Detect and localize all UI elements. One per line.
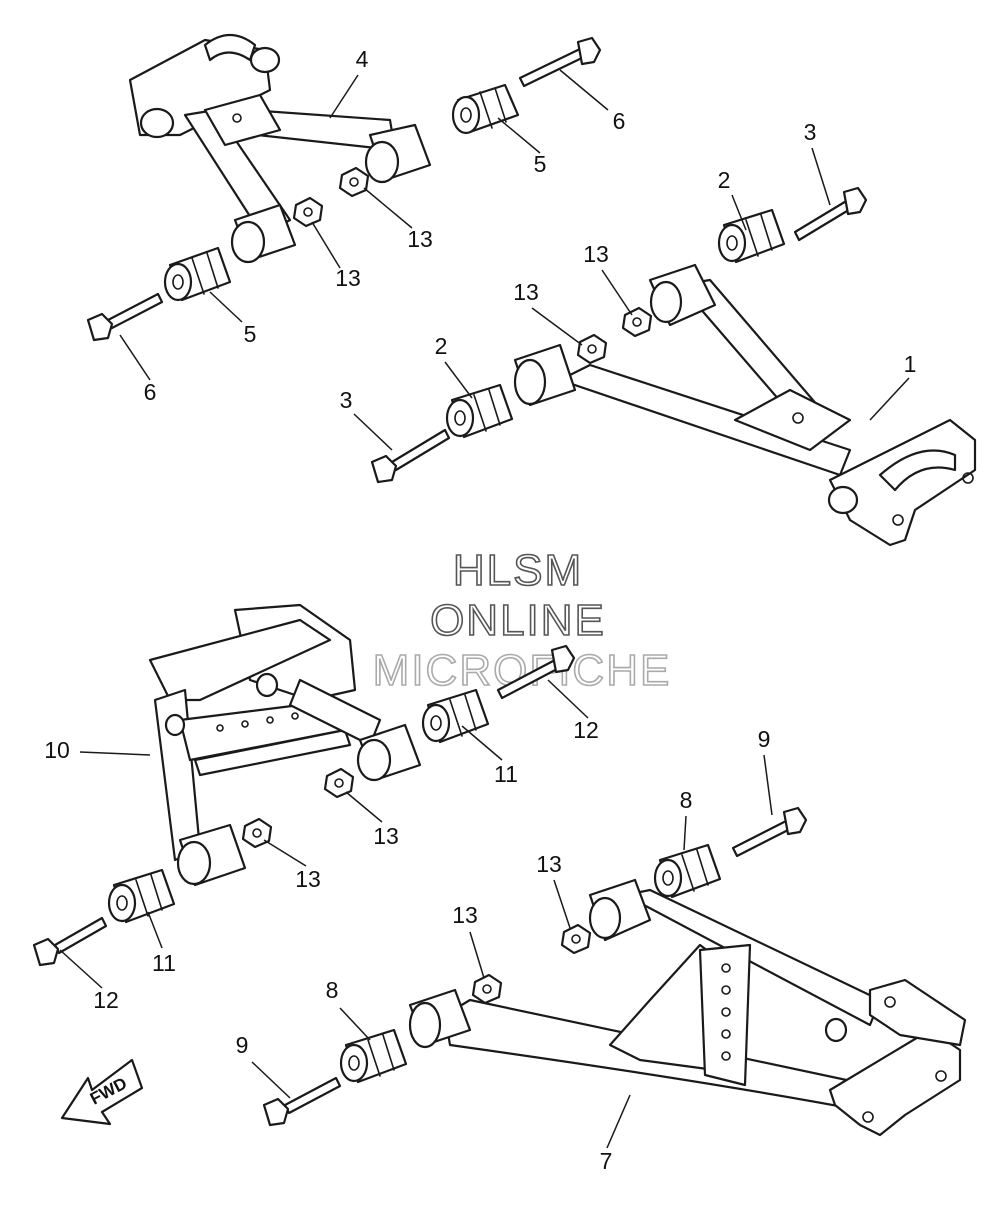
nut-13-g bbox=[560, 923, 592, 955]
callout-2-left: 2 bbox=[435, 333, 448, 359]
nut-13-d bbox=[576, 333, 608, 365]
bushing-11-left bbox=[107, 868, 176, 924]
upper-arm-4 bbox=[128, 33, 432, 264]
bushing-5-top bbox=[451, 83, 520, 135]
bushing-8-left bbox=[339, 1028, 408, 1084]
watermark: HLSM ONLINE MICROFICHE bbox=[372, 545, 672, 696]
watermark-line-2: ONLINE bbox=[430, 596, 606, 645]
callout-9-right: 9 bbox=[758, 726, 771, 752]
callout-6-left: 6 bbox=[144, 379, 157, 405]
lower-arm-10 bbox=[148, 603, 422, 887]
callout-8-right: 8 bbox=[680, 787, 693, 813]
callout-7: 7 bbox=[600, 1148, 613, 1174]
watermark-line-3: MICROFICHE bbox=[373, 646, 672, 695]
callout-12-top: 12 bbox=[573, 717, 599, 743]
fwd-direction-arrow: FWD bbox=[60, 1058, 144, 1126]
callout-4: 4 bbox=[356, 46, 369, 72]
bolt-9-left bbox=[262, 1076, 342, 1127]
callout-5-top: 5 bbox=[534, 151, 547, 177]
callout-3-left: 3 bbox=[340, 387, 353, 413]
bushing-2-right bbox=[717, 208, 786, 264]
callout-8-left: 8 bbox=[326, 977, 339, 1003]
callout-13-b: 13 bbox=[335, 265, 361, 291]
lower-arm-7 bbox=[408, 878, 967, 1137]
bushing-11-top bbox=[421, 688, 490, 744]
bolt-12-top bbox=[496, 644, 576, 700]
callout-6-top: 6 bbox=[613, 108, 626, 134]
callout-labels: 1 2 2 3 3 4 5 5 6 6 7 8 8 9 9 10 11 11 1… bbox=[44, 46, 916, 1174]
callout-9-left: 9 bbox=[236, 1032, 249, 1058]
nut-13-e bbox=[323, 767, 355, 799]
leader-lines bbox=[59, 69, 910, 1149]
callout-13-e: 13 bbox=[373, 823, 399, 849]
bolt-9-right bbox=[731, 806, 808, 858]
nut-13-h bbox=[471, 973, 503, 1005]
nut-13-b bbox=[292, 196, 324, 228]
callout-13-a: 13 bbox=[407, 226, 433, 252]
bolt-6-left bbox=[86, 292, 164, 342]
callout-13-f: 13 bbox=[295, 866, 321, 892]
callout-12-left: 12 bbox=[93, 987, 119, 1013]
watermark-line-1: HLSM bbox=[453, 546, 583, 595]
bolt-6-top bbox=[518, 36, 602, 88]
callout-13-d: 13 bbox=[513, 279, 539, 305]
bolt-12-left bbox=[32, 916, 108, 967]
upper-arm-1 bbox=[513, 263, 977, 547]
nut-13-c bbox=[621, 306, 653, 338]
callout-11-top: 11 bbox=[494, 761, 518, 787]
callout-2-right: 2 bbox=[718, 167, 731, 193]
bolt-3-left bbox=[370, 428, 451, 484]
callout-11-left: 11 bbox=[152, 950, 176, 976]
callout-1: 1 bbox=[904, 351, 917, 377]
callout-10: 10 bbox=[44, 737, 70, 763]
nut-13-a bbox=[338, 166, 370, 198]
nut-13-f bbox=[241, 817, 273, 849]
bushing-2-left bbox=[445, 383, 514, 439]
bushing-8-right bbox=[653, 843, 722, 899]
callout-13-g: 13 bbox=[536, 851, 562, 877]
bolt-3-right bbox=[793, 186, 868, 242]
callout-5-left: 5 bbox=[244, 321, 257, 347]
bushing-5-left bbox=[163, 246, 232, 302]
callout-13-c: 13 bbox=[583, 241, 609, 267]
callout-13-h: 13 bbox=[452, 902, 478, 928]
callout-3-right: 3 bbox=[804, 119, 817, 145]
